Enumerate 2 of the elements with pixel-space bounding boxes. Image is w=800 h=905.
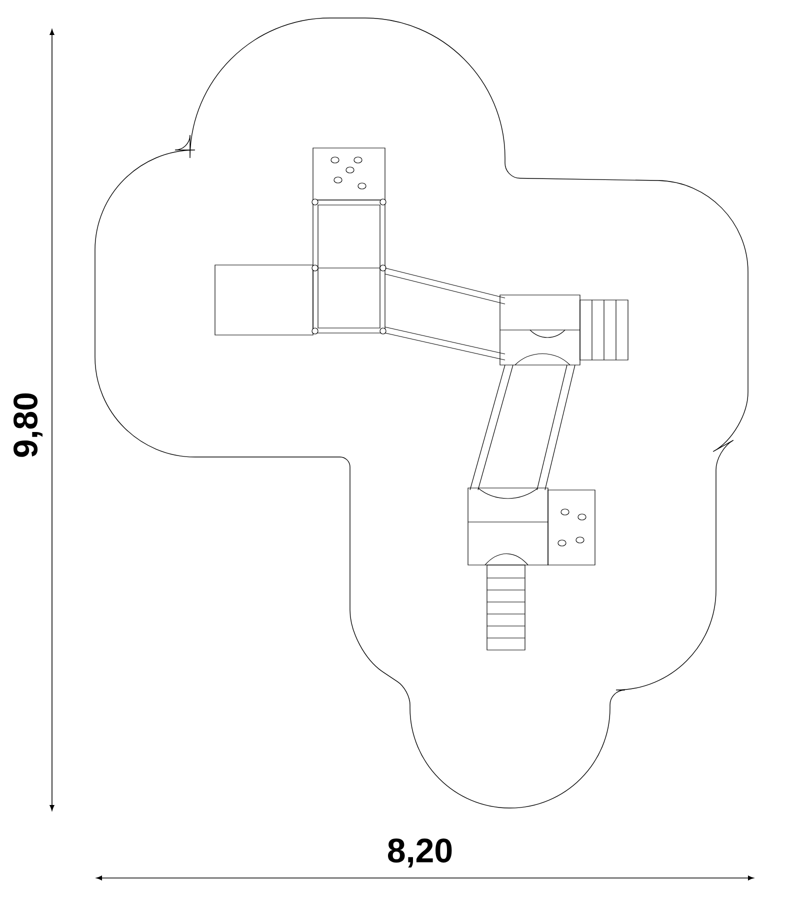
dimension-label: 8,20 xyxy=(388,838,452,868)
dimension-label: 9,80 xyxy=(14,393,42,457)
